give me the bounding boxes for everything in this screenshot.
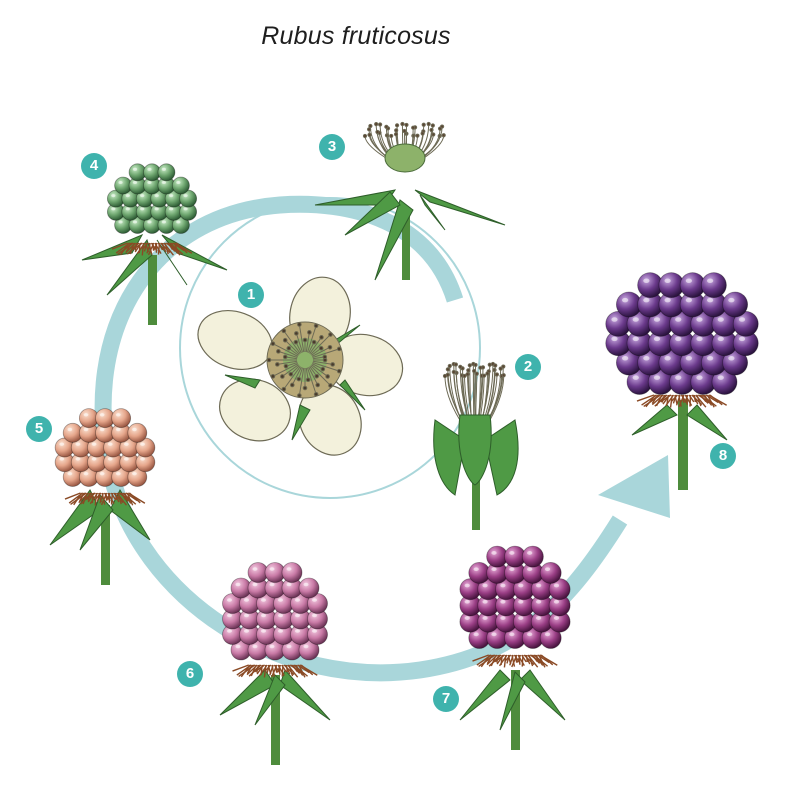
stage-5-badge: 5 (26, 416, 52, 442)
stage-5-peach-berry-icon (49, 408, 156, 585)
stage-4-badge: 4 (81, 153, 107, 179)
stage-7-badge: 7 (433, 686, 459, 712)
diagram-title: Rubus fruticosus (261, 22, 451, 50)
stage-4-green-berry-icon (81, 163, 228, 325)
stage-3-opened-sepals-icon (314, 121, 506, 281)
stage-2-badge: 2 (515, 354, 541, 380)
stage-1-flower-icon (197, 276, 404, 456)
stage-8-badge: 8 (710, 443, 736, 469)
arrow-head (598, 455, 670, 518)
stage-6-pink-berry-icon (219, 562, 331, 765)
stage-3-badge: 3 (319, 134, 345, 160)
stage-1-badge: 1 (238, 282, 264, 308)
stage-6-badge: 6 (177, 661, 203, 687)
stage-8-ripe-blackberry-icon (605, 272, 759, 490)
stage-2-closed-sepals-icon (433, 361, 519, 530)
stage-7-magenta-berry-icon (459, 545, 571, 750)
